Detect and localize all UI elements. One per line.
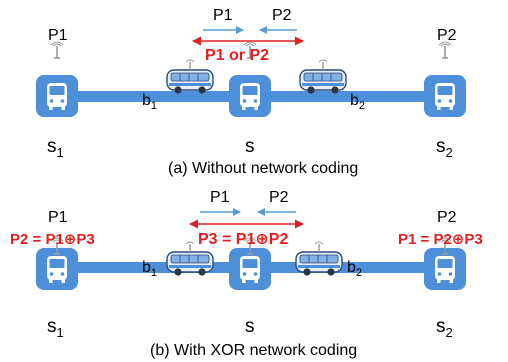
- antenna-icon: [50, 41, 64, 59]
- stop-label-s1: s1: [47, 136, 64, 160]
- arrow-label-p2: P2: [272, 7, 292, 24]
- stop-label-s2-b: s2: [436, 316, 453, 340]
- packet-label-right: P2: [437, 27, 457, 44]
- stop-label-s1-b: s1: [47, 316, 64, 340]
- bus-label-b2-b: b2: [347, 259, 362, 279]
- arrow-label-p1: P1: [213, 7, 233, 24]
- right-red-label-b: P1 = P2⊕P3: [398, 231, 483, 248]
- bus-label-b1-b: b1: [142, 259, 157, 279]
- packet-label-right-b: P2: [437, 209, 457, 226]
- panel-b: P1 P2 P2 = P1⊕P3 P1 = P2⊕P3 P1 P2 P3 = P…: [10, 189, 483, 359]
- arrow-label-p2-b: P2: [269, 189, 289, 206]
- antenna-icon: [438, 41, 452, 59]
- center-red-label-b: P3 = P1⊕P2: [198, 231, 288, 248]
- caption-b: (b) With XOR network coding: [150, 342, 357, 359]
- bus-b2-icon-a: [299, 59, 347, 95]
- stop-label-s2: s2: [436, 136, 453, 160]
- bus-b2-icon-b: [295, 241, 343, 277]
- stop-label-s: s: [245, 136, 255, 157]
- bus-stop-s1-a: [36, 75, 78, 117]
- bus-stop-s-a: [229, 75, 271, 117]
- bus-label-b2: b2: [350, 92, 365, 112]
- bus-b1-icon-a: [166, 59, 214, 95]
- arrow-label-p1-b: P1: [210, 189, 230, 206]
- packet-label-left: P1: [48, 27, 68, 44]
- left-red-label-b: P2 = P1⊕P3: [10, 231, 95, 248]
- stop-label-s-b: s: [245, 316, 255, 337]
- bus-stop-s2-a: [424, 75, 466, 117]
- center-red-label-a: P1 or P2: [205, 47, 269, 64]
- panel-a: P1 P2 P1 P2 P1 or P2 b1 b2 s1 s s2 (a) W…: [36, 7, 466, 177]
- packet-label-left-b: P1: [48, 209, 68, 226]
- bus-label-b1: b1: [142, 92, 157, 112]
- caption-a: (a) Without network coding: [168, 160, 358, 177]
